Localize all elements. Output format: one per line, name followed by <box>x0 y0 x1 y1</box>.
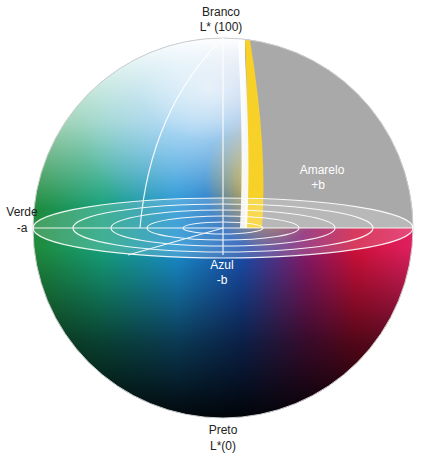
color-label: Azul <box>210 258 233 272</box>
axis-sign: -b <box>217 273 228 287</box>
axis-sign: +b <box>311 178 325 192</box>
axis-label: Preto <box>209 423 238 437</box>
axis-label: Branco <box>202 5 240 19</box>
axis-sign: -a <box>17 221 28 235</box>
color-label: Verde <box>6 205 37 219</box>
axis-value: L*(0) <box>210 439 236 453</box>
color-label: Amarelo <box>300 163 345 177</box>
axis-value: L* (100) <box>200 20 243 34</box>
